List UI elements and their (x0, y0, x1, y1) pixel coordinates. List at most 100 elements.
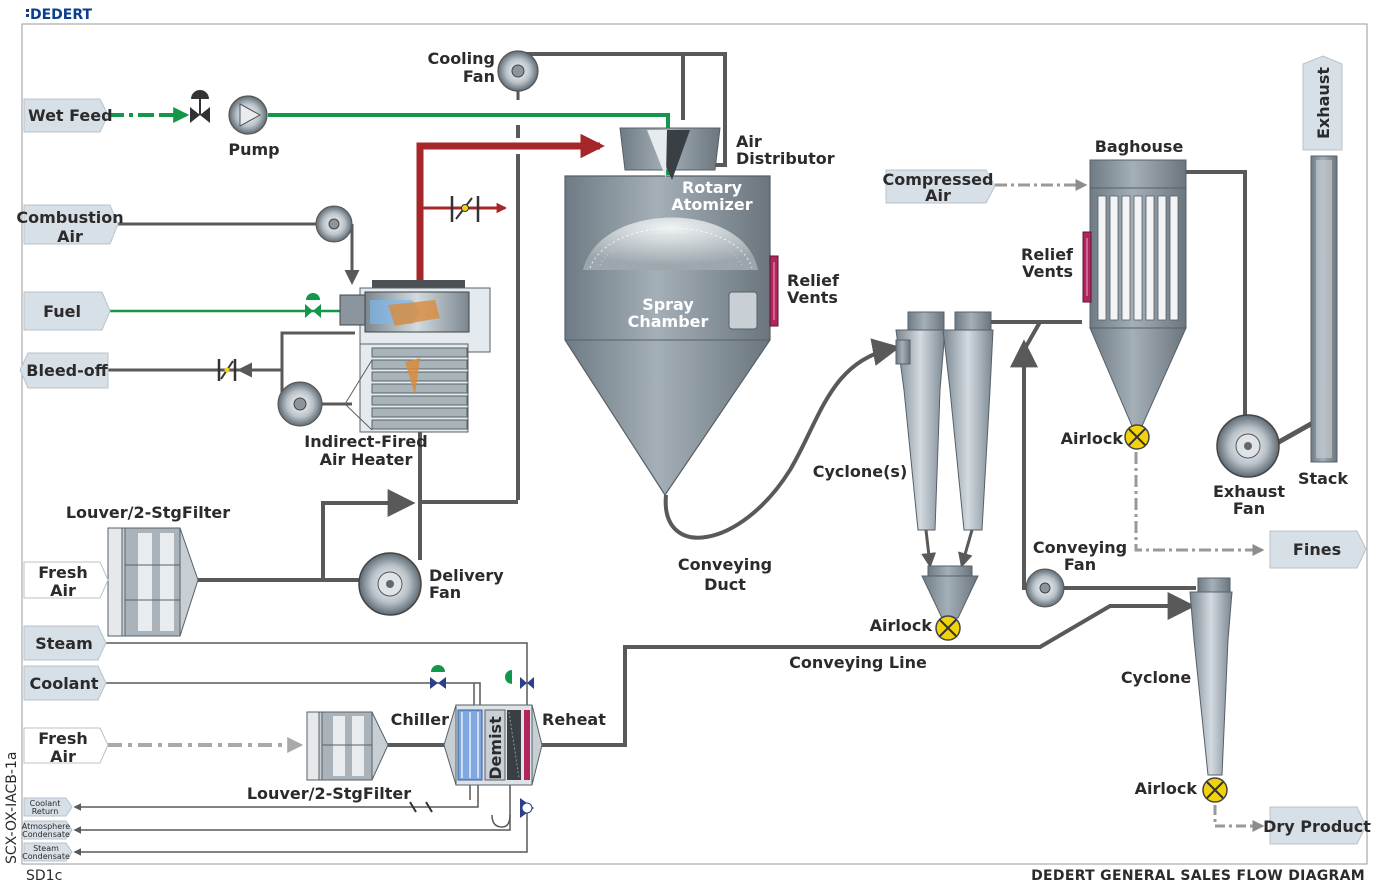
steam-condensate-label-1: Steam (33, 844, 59, 853)
delivery-fan-label-2: Fan (429, 583, 461, 602)
drawing-title: DEDERT GENERAL SALES FLOW DIAGRAM (1031, 868, 1365, 884)
fresh-air-top-label-2: Air (50, 581, 76, 600)
tag-fines: Fines (1269, 530, 1367, 569)
dry-product-label: Dry Product (1263, 817, 1371, 836)
airlock-cyclone-label: Airlock (1135, 779, 1198, 798)
brand-logo: DEDERT (26, 7, 93, 23)
return-lines (73, 782, 528, 856)
airlock-cyclones-icon (935, 615, 961, 641)
sheet-number: SD1c (26, 868, 62, 884)
airlock-baghouse-label: Airlock (1061, 429, 1124, 448)
demist-label: Demist (486, 716, 505, 780)
airlock-cyclones-label: Airlock (870, 616, 933, 635)
stack-label: Stack (1298, 469, 1348, 488)
cyclone-downcomers (921, 529, 974, 568)
product-cyclone (1189, 577, 1233, 776)
spray-chamber-label-2: Chamber (628, 312, 709, 331)
document-id: SCX-OX-IACB-1a (4, 752, 20, 864)
coolant-label: Coolant (29, 674, 98, 693)
airlock-cyclone-icon (1202, 777, 1228, 803)
tag-atmosphere-condensate: Atmosphere Condensate (22, 820, 73, 840)
cooling-fan-icon (497, 50, 539, 100)
combustion-fan-icon (315, 205, 353, 243)
heater-label-1: Indirect-Fired (304, 432, 427, 451)
tag-compressed-air: Compressed Air (883, 169, 996, 205)
combustion-air-label-2: Air (57, 227, 83, 246)
brand-name: DEDERT (30, 7, 93, 23)
fuel-label: Fuel (43, 302, 81, 321)
dry-product-line (1213, 805, 1265, 832)
fresh-air-bottom-label-2: Air (50, 747, 76, 766)
fuel-valve-icon (305, 293, 321, 318)
relief-vents-chamber-label-1: Relief (787, 271, 840, 290)
compressed-air-label-2: Air (925, 186, 951, 205)
tag-fuel: Fuel (23, 291, 111, 331)
stack (1310, 155, 1338, 463)
tag-coolant: Coolant (23, 665, 107, 701)
compressed-air-label-1: Compressed (883, 170, 994, 189)
steam-trap-icon (520, 798, 534, 818)
relief-vents-baghouse-label-2: Vents (1022, 262, 1073, 281)
louver-filter-bottom (306, 711, 389, 781)
fines-label: Fines (1293, 540, 1341, 559)
cyclone-pair (895, 311, 994, 531)
chiller-demist-reheat-unit (443, 704, 543, 786)
chiller-label: Chiller (391, 710, 449, 729)
conveying-duct-label-2: Duct (704, 575, 746, 594)
tag-coolant-return: Coolant Return (23, 797, 73, 817)
reheat-label: Reheat (542, 710, 606, 729)
atmosphere-condensate-label-2: Condensate (22, 830, 70, 839)
combustion-air-label-1: Combustion (16, 208, 123, 227)
wet-feed-label: Wet Feed (28, 106, 113, 125)
fresh-air-bottom-label-1: Fresh (38, 729, 88, 748)
hot-air-line (416, 133, 605, 282)
relief-vents-baghouse-label-1: Relief (1021, 245, 1074, 264)
baghouse (1089, 159, 1187, 427)
exhaust-fan-label-1: Exhaust (1213, 482, 1285, 501)
tag-steam-condensate: Steam Condensate (22, 842, 73, 862)
relief-vent-baghouse-icon (1082, 231, 1092, 303)
bleed-off-label: Bleed-off (26, 361, 108, 380)
louver-filter-top (107, 527, 199, 637)
louver-top-label: Louver/2-StgFilter (66, 503, 230, 522)
baghouse-label: Baghouse (1095, 137, 1184, 156)
rotary-atomizer-label-2: Atomizer (671, 195, 752, 214)
tag-bleed-off: Bleed-off (19, 352, 109, 389)
steam-valve-icon (505, 670, 534, 689)
louver-bottom-label: Louver/2-StgFilter (247, 784, 411, 803)
cyclone-hopper (921, 565, 979, 619)
fresh-air-top-duct (198, 430, 518, 582)
spray-chamber-label-1: Spray (642, 295, 694, 314)
air-distributor-label-2: Distributor (736, 149, 835, 168)
tag-exhaust: Exhaust (1302, 55, 1343, 151)
conveying-fan-icon (1025, 568, 1065, 608)
rotary-atomizer-label-1: Rotary (682, 178, 743, 197)
coolant-valve-icon (430, 665, 446, 689)
coolant-return-label-1: Coolant (30, 799, 61, 808)
airlock-baghouse-icon (1124, 424, 1150, 450)
conveying-fan-label-2: Fan (1064, 555, 1096, 574)
coolant-return-label-2: Return (32, 807, 59, 816)
steam-condensate-label-2: Condensate (22, 852, 70, 861)
combustion-air-line (118, 222, 360, 285)
steam-line (106, 642, 528, 712)
pump-label: Pump (228, 140, 279, 159)
tag-dry-product: Dry Product (1263, 806, 1371, 845)
conveying-fan-label-1: Conveying (1033, 538, 1127, 557)
exhaust-fan-label-2: Fan (1233, 499, 1265, 518)
relief-vent-chamber-icon (769, 255, 779, 327)
relief-vents-chamber-label-2: Vents (787, 288, 838, 307)
tag-steam: Steam (23, 625, 107, 661)
feed-control-valve-icon (190, 90, 210, 123)
tag-wet-feed: Wet Feed (23, 98, 113, 133)
pump-icon (228, 95, 268, 135)
spray-chamber (564, 127, 771, 497)
cyclone-label: Cyclone (1121, 668, 1192, 687)
conveying-duct-label-1: Conveying (678, 555, 772, 574)
conveying-line-label: Conveying Line (789, 653, 927, 672)
conveying-line (540, 592, 1196, 747)
fresh-air-top-label-1: Fresh (38, 563, 88, 582)
atmosphere-condensate-label-1: Atmosphere (22, 822, 71, 831)
cooling-fan-label-2: Fan (463, 67, 495, 86)
